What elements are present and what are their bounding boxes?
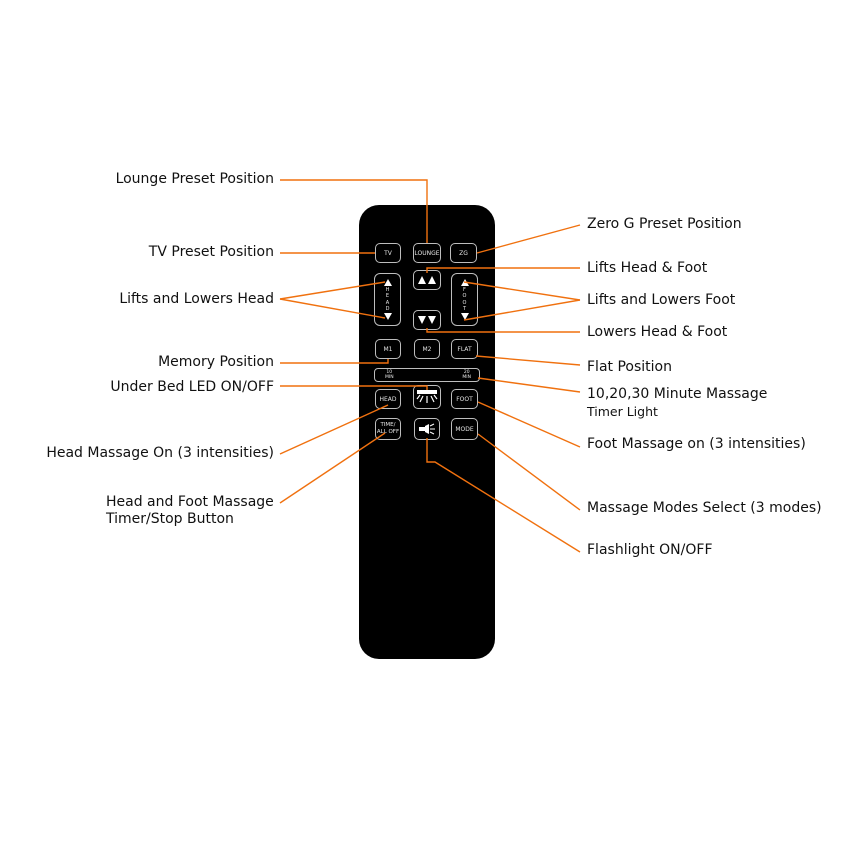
down-triangle-icon[interactable]: [383, 313, 392, 320]
label-lifts-lowers-foot: Lifts and Lowers Foot: [587, 292, 736, 308]
leader-foot-down: [463, 299, 581, 321]
leader-zero-g: [476, 224, 581, 254]
leader-lounge: [280, 179, 428, 243]
lounge-button[interactable]: LOUNGE: [413, 243, 441, 263]
label-massage-timer: 10,20,30 Minute Massage Timer Light: [587, 386, 768, 419]
foot-rocker-label: F O O T: [462, 286, 467, 313]
zero-g-button[interactable]: ZG: [450, 243, 477, 263]
leader-foot-massage: [477, 401, 581, 448]
leader-head-down: [279, 298, 386, 319]
head-rocker-label: H E A D: [385, 286, 390, 313]
label-flat: Flat Position: [587, 359, 672, 375]
flat-button[interactable]: FLAT: [451, 339, 478, 359]
head-massage-button[interactable]: HEAD: [375, 389, 401, 409]
down-triangle-icon[interactable]: [460, 313, 469, 320]
tv-button[interactable]: TV: [375, 243, 401, 263]
label-massage-modes: Massage Modes Select (3 modes): [587, 500, 822, 516]
label-foot-massage: Foot Massage on (3 intensities): [587, 436, 806, 452]
leader-head-up: [279, 281, 386, 300]
leader-foot-up: [463, 281, 581, 301]
leader-timer-light: [477, 377, 581, 393]
up-triangle-icon[interactable]: [383, 279, 392, 286]
leader-memory: [280, 359, 389, 364]
label-lifts-head-foot: Lifts Head & Foot: [587, 260, 708, 276]
leader-lowers-head-foot: [426, 328, 580, 333]
flashlight-icon: [419, 423, 435, 435]
foot-massage-button[interactable]: FOOT: [451, 389, 478, 409]
label-tv: TV Preset Position: [148, 244, 274, 260]
leader-timer-stop: [279, 432, 386, 504]
double-up-icon: [418, 276, 436, 284]
label-timer-stop: Head and Foot Massage Timer/Stop Button: [106, 494, 274, 527]
label-lounge: Lounge Preset Position: [115, 171, 274, 187]
memory-2-button[interactable]: M2: [414, 339, 440, 359]
label-memory: Memory Position: [158, 354, 274, 370]
label-lowers-head-foot: Lowers Head & Foot: [587, 324, 728, 340]
label-flashlight: Flashlight ON/OFF: [587, 542, 713, 558]
leader-led: [280, 385, 428, 390]
leader-modes: [477, 433, 581, 511]
label-head-massage: Head Massage On (3 intensities): [46, 445, 274, 461]
lower-head-foot-button[interactable]: [413, 310, 441, 330]
leader-flat: [475, 355, 581, 366]
double-down-icon: [418, 316, 436, 324]
mode-button[interactable]: MODE: [451, 418, 478, 440]
label-lifts-lowers-head: Lifts and Lowers Head: [119, 291, 274, 307]
memory-1-button[interactable]: M1: [375, 339, 401, 359]
under-bed-led-icon: [416, 390, 438, 403]
label-zero-g: Zero G Preset Position: [587, 216, 742, 232]
label-under-bed-led: Under Bed LED ON/OFF: [110, 379, 274, 395]
leader-flashlight: [426, 438, 581, 553]
leader-head-massage: [279, 404, 389, 455]
leader-lifts-head-foot: [426, 267, 580, 273]
